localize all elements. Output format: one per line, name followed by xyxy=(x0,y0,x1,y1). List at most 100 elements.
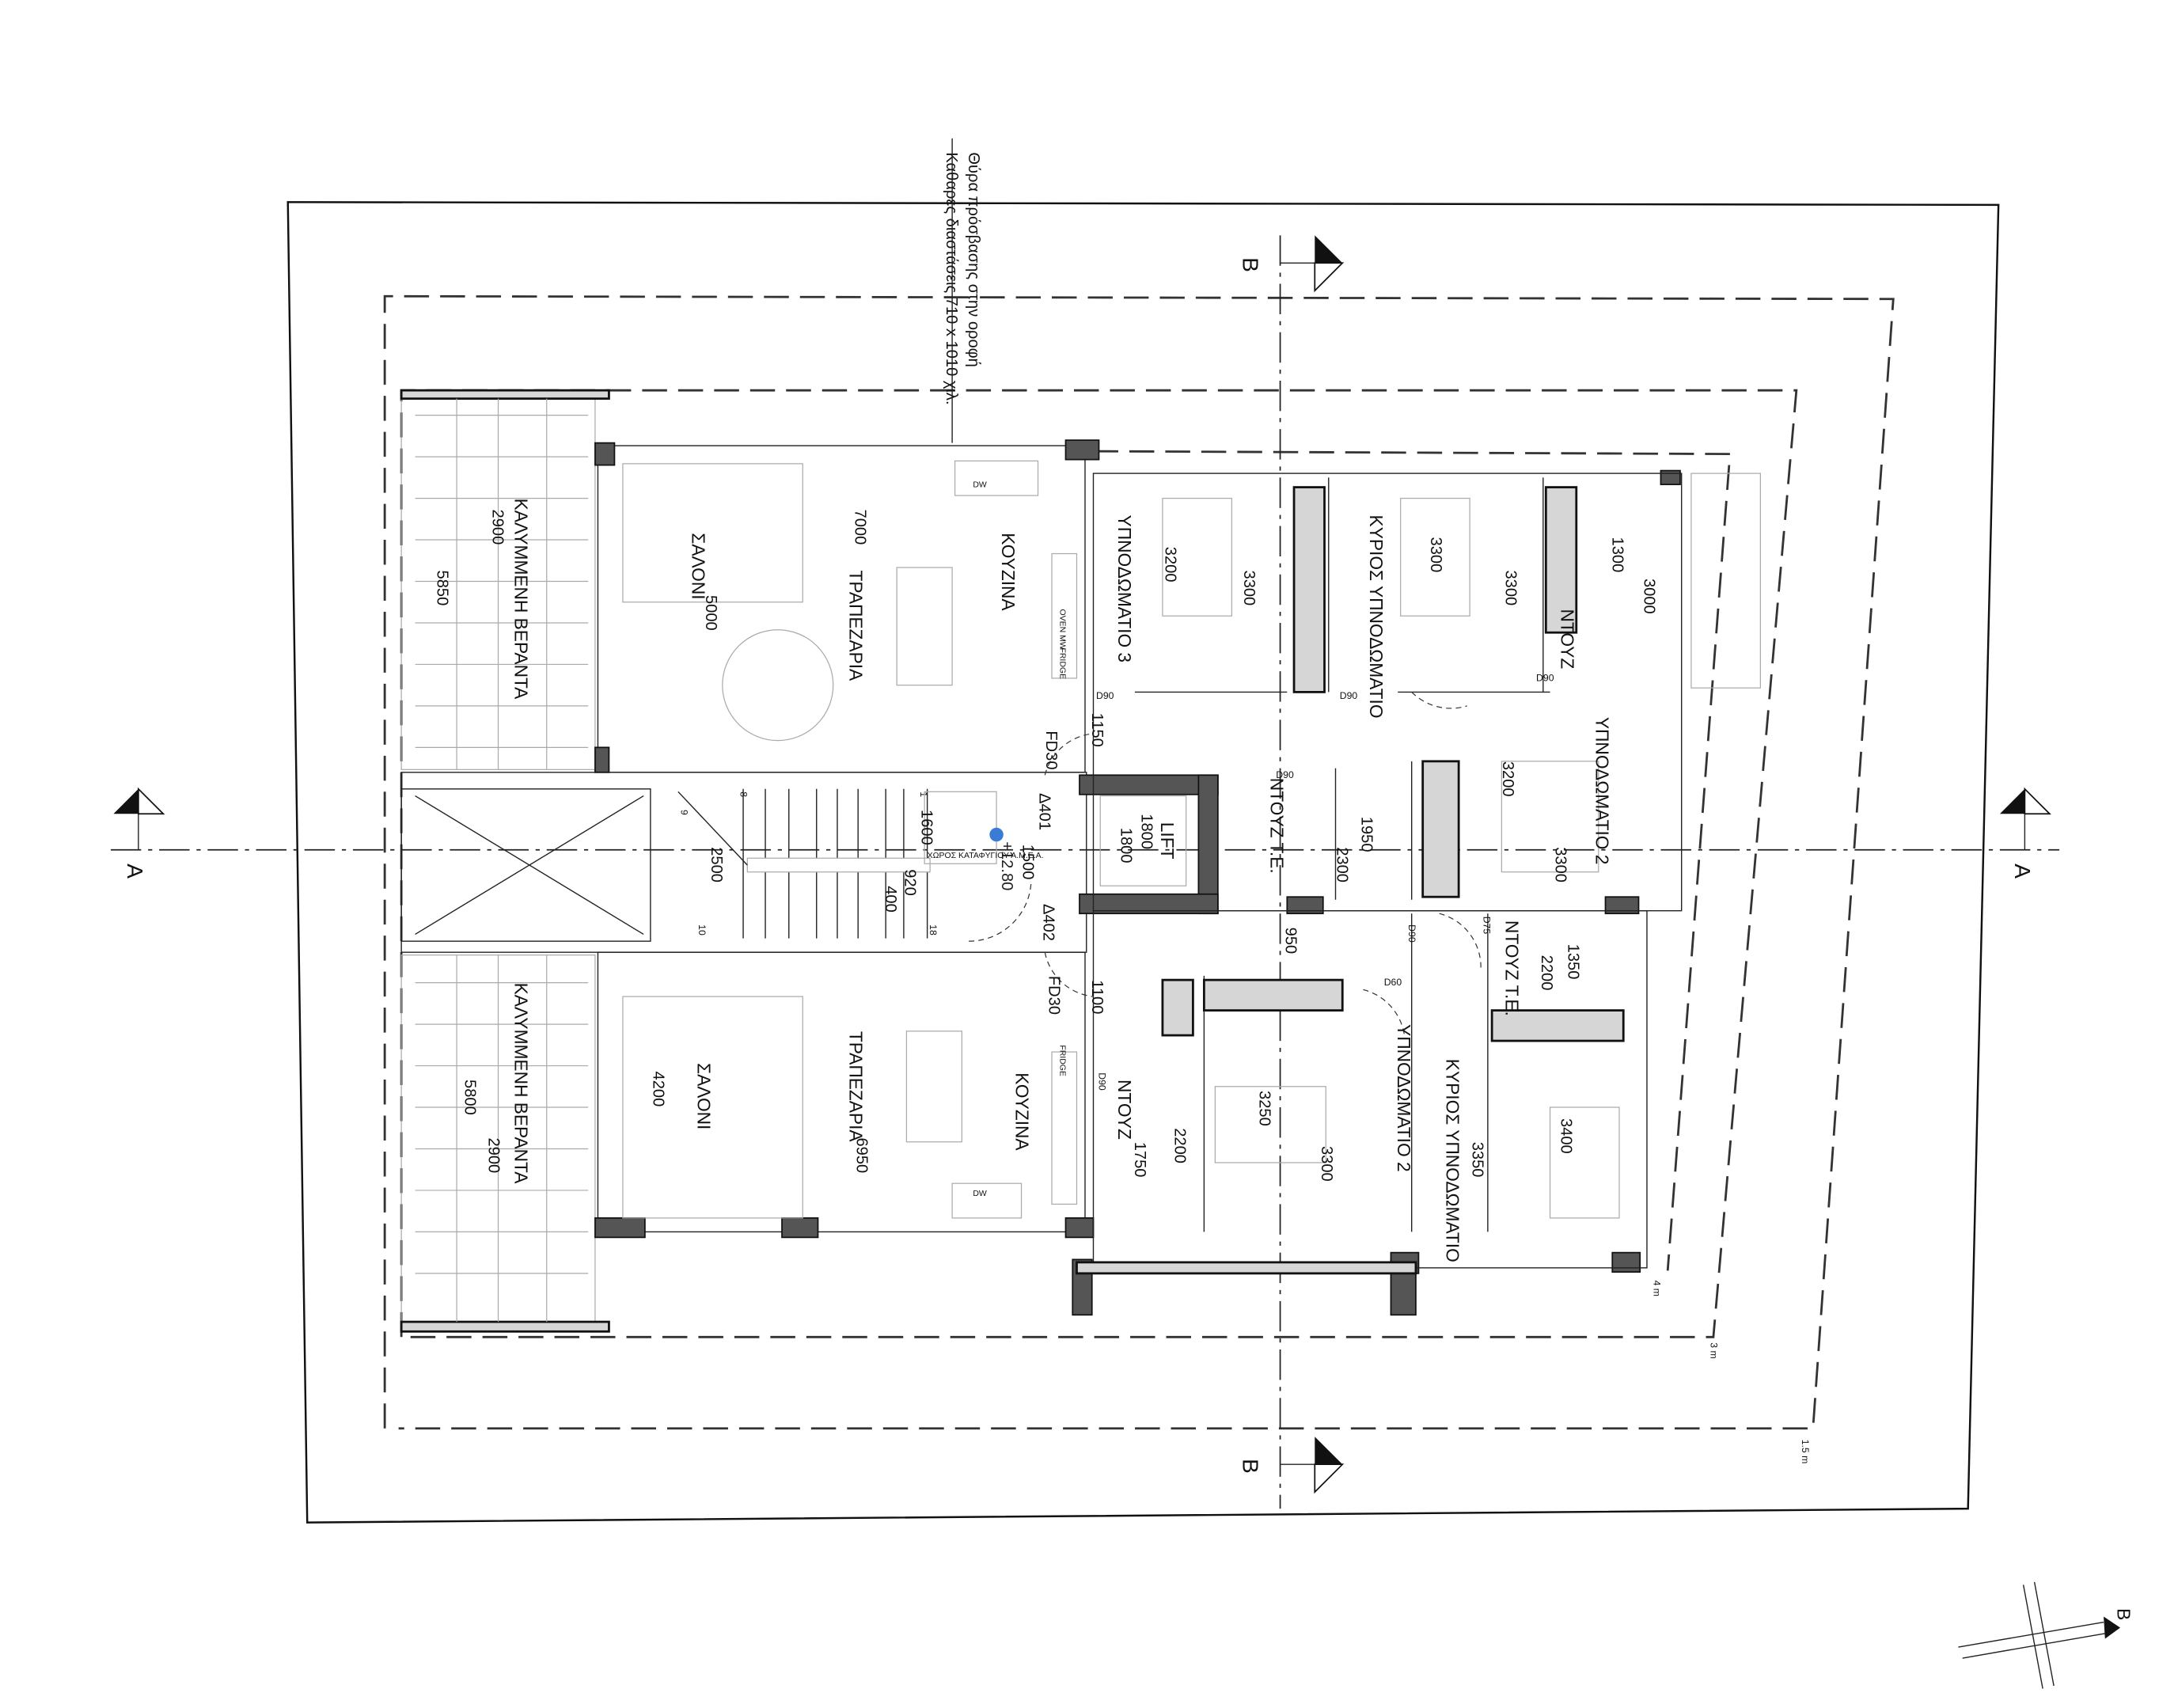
room-shower-top: ΝΤΟΥΖ xyxy=(1558,609,1578,669)
label-right-bottom-tags-2: D90 xyxy=(1096,1072,1107,1091)
label-core-corridor: 1500 xyxy=(1019,845,1036,880)
label-right-top-ens-w: 2300 xyxy=(1333,847,1350,882)
label-right-bottom-shower-w: 1750 xyxy=(1131,1142,1148,1178)
label-core-stair-w: 2500 xyxy=(708,847,725,882)
room-bedroom-2-bottom: ΥΠΝΟΔΩΜΑΤΙΟ 2 xyxy=(1394,1024,1414,1172)
label-unit-top-living-dim: 5000 xyxy=(702,595,719,631)
unit-top-labels: ΚΑΛΥΜΜΕΝΗ ΒΕΡΑΝΤΑ 2900 5850 ΣΑΛΟΝΙ 5000 … xyxy=(434,481,1067,700)
room-ensuite-bottom: ΝΤΟΥΖ Τ.Ε. xyxy=(1502,920,1523,1016)
label-right-bottom-tags-0: D90 xyxy=(1406,924,1417,943)
fire-door-bottom: FD30 xyxy=(1045,976,1063,1015)
lift-label: LIFT xyxy=(1157,822,1178,860)
staircase[interactable] xyxy=(677,788,931,939)
label-unit-top-oven: OVEN MW xyxy=(1058,609,1067,649)
lift-shaft-void xyxy=(400,788,651,942)
setback-4m-label: 4 m xyxy=(1652,1281,1663,1296)
label-unit-bottom-living-dim: 4200 xyxy=(649,1072,666,1107)
label-right-top-ens-l: 1950 xyxy=(1358,817,1375,852)
label-right-top-master-l: 3300 xyxy=(1502,571,1520,606)
label-right-bottom-bed2-w: 3300 xyxy=(1318,1146,1335,1182)
level-marker-icon xyxy=(989,827,1004,842)
core-outline xyxy=(400,772,1087,953)
north-arrow-label: B xyxy=(2114,1608,2134,1620)
stair-step-18: 18 xyxy=(928,924,939,936)
label-right-top-bed2-w: 3200 xyxy=(1499,761,1516,797)
label-unit-top-length: 7000 xyxy=(852,510,869,545)
lift-car[interactable] xyxy=(1099,795,1187,886)
room-kitchen-top: ΚΟΥΖΙΝΑ xyxy=(998,533,1019,611)
stair-step-8: 8 xyxy=(738,791,749,797)
room-living-bottom: ΣΑΛΟΝΙ xyxy=(693,1063,714,1129)
setback-1-5m-label: 1.5 m xyxy=(1800,1440,1811,1464)
stair-step-10: 10 xyxy=(696,924,708,936)
label-sections-a: A xyxy=(2010,863,2035,879)
room-bedroom-3: ΥΠΝΟΔΩΜΑΤΙΟ 3 xyxy=(1114,515,1135,663)
veranda-bottom xyxy=(400,955,610,1333)
label-right-top-bed2-l: 3300 xyxy=(1552,847,1569,882)
setback-1-5m xyxy=(383,294,1895,1430)
label-right-top-tags-1: D90 xyxy=(1340,690,1358,701)
north-arrow-icon: B xyxy=(1958,1581,2134,1689)
section-marker-a-right: A xyxy=(1999,787,2051,879)
label-unit-top-veranda-l: 5850 xyxy=(434,571,451,606)
label-unit-bottom-fridge: FRIDGE xyxy=(1058,1045,1067,1076)
room-master-bedroom-bottom: ΚΥΡΙΟΣ ΥΠΝΟΔΩΜΑΤΙΟ xyxy=(1442,1059,1463,1262)
label-right-bottom-master-w: 3350 xyxy=(1469,1142,1486,1178)
room-living-top: ΣΑΛΟΝΙ xyxy=(688,533,708,599)
roof-access-note: Θύρα πρόσβασης στην οροφή xyxy=(965,152,982,366)
label-unit-bottom-veranda-w: 2900 xyxy=(484,1137,502,1173)
label-unit-bottom-length: 6950 xyxy=(852,1137,870,1173)
veranda-top xyxy=(400,389,610,770)
label-unit-top-fridge: FRIDGE xyxy=(1058,647,1067,679)
section-marker-b-bottom: B xyxy=(1238,1437,1345,1494)
section-marker-a-left: A xyxy=(113,787,165,879)
room-kitchen-bottom: ΚΟΥΖΙΝΑ xyxy=(1012,1072,1033,1151)
stair-step-1: 1 xyxy=(918,791,929,797)
label-right-bottom-ens-l: 2200 xyxy=(1538,955,1555,991)
label-core-refuge: 1600 xyxy=(918,810,935,845)
room-dining-bottom: ΤΡΑΠΕΖΑΡΙΑ xyxy=(846,1031,867,1143)
door-d401: Δ401 xyxy=(1035,793,1053,830)
core-labels: 2500 1600 920 400 +12.80 1500 Δ401 Δ402 … xyxy=(708,713,1178,1015)
label-right-top-shower-w: 1300 xyxy=(1608,537,1626,573)
level-label: +12.80 xyxy=(998,841,1015,890)
label-sections-a: A xyxy=(123,863,147,879)
label-right-top-tags-3: D90 xyxy=(1276,769,1294,780)
room-bedroom-2-top: ΥΠΝΟΔΩΜΑΤΙΟ 2 xyxy=(1592,717,1612,865)
label-core-lift-d: 1800 xyxy=(1117,828,1134,863)
label-right-top-master-w: 3300 xyxy=(1427,537,1444,573)
stair-step-9: 9 xyxy=(678,810,689,815)
room-veranda-bottom: ΚΑΛΥΜΜΕΝΗ ΒΕΡΑΝΤΑ xyxy=(511,983,532,1185)
label-core-d920: 920 xyxy=(901,869,919,896)
room-veranda-top: ΚΑΛΥΜΜΕΝΗ ΒΕΡΑΝΤΑ xyxy=(511,499,532,700)
label-sections-b: B xyxy=(1238,257,1262,272)
furniture xyxy=(622,460,1620,1219)
label-core-d1100: 1100 xyxy=(1088,980,1106,1014)
section-marker-b-top: B xyxy=(1238,235,1345,293)
room-shower-bottom: ΝΤΟΥΖ xyxy=(1114,1080,1135,1140)
plot-boundary xyxy=(286,201,2000,1524)
right-wing-bottom-labels: ΝΤΟΥΖ Τ.Ε. 1350 2200 ΚΥΡΙΟΣ ΥΠΝΟΔΩΜΑΤΙΟ … xyxy=(1096,917,1581,1262)
label-right-bottom-bed2-l: 3250 xyxy=(1255,1091,1273,1126)
label-right-top-hall: 950 xyxy=(1282,928,1300,955)
label-right-top-bed3-l: 3300 xyxy=(1240,571,1258,606)
label-core-d400: 400 xyxy=(882,886,899,913)
label-sections-b: B xyxy=(1238,1459,1262,1474)
label-right-bottom-master-l: 3400 xyxy=(1558,1118,1575,1154)
label-unit-bottom-dw: DW xyxy=(973,1190,987,1198)
label-core-d1150: 1150 xyxy=(1088,713,1106,747)
fire-door-top: FD30 xyxy=(1042,731,1060,769)
label-unit-bottom-veranda-l: 5800 xyxy=(461,1080,479,1115)
label-core-lift-w: 1800 xyxy=(1138,814,1155,849)
label-right-top-bed3-w: 3200 xyxy=(1161,547,1178,583)
unit-bottom-labels: ΚΑΛΥΜΜΕΝΗ ΒΕΡΑΝΤΑ 5800 2900 ΣΑΛΟΝΙ 4200 … xyxy=(461,983,1067,1198)
label-right-bottom-shower-l: 2200 xyxy=(1171,1128,1189,1163)
door-d402: Δ402 xyxy=(1040,904,1057,941)
room-master-bedroom-top: ΚΥΡΙΟΣ ΥΠΝΟΔΩΜΑΤΙΟ xyxy=(1366,515,1387,719)
label-right-bottom-tags-3: D60 xyxy=(1384,977,1402,988)
room-ensuite-top: ΝΤΟΥΖ Τ.Ε. xyxy=(1266,778,1287,874)
label-right-bottom-tags-1: D75 xyxy=(1482,917,1493,935)
room-dining-top: ΤΡΑΠΕΖΑΡΙΑ xyxy=(846,571,867,682)
label-right-top-tags-0: D90 xyxy=(1096,690,1114,701)
